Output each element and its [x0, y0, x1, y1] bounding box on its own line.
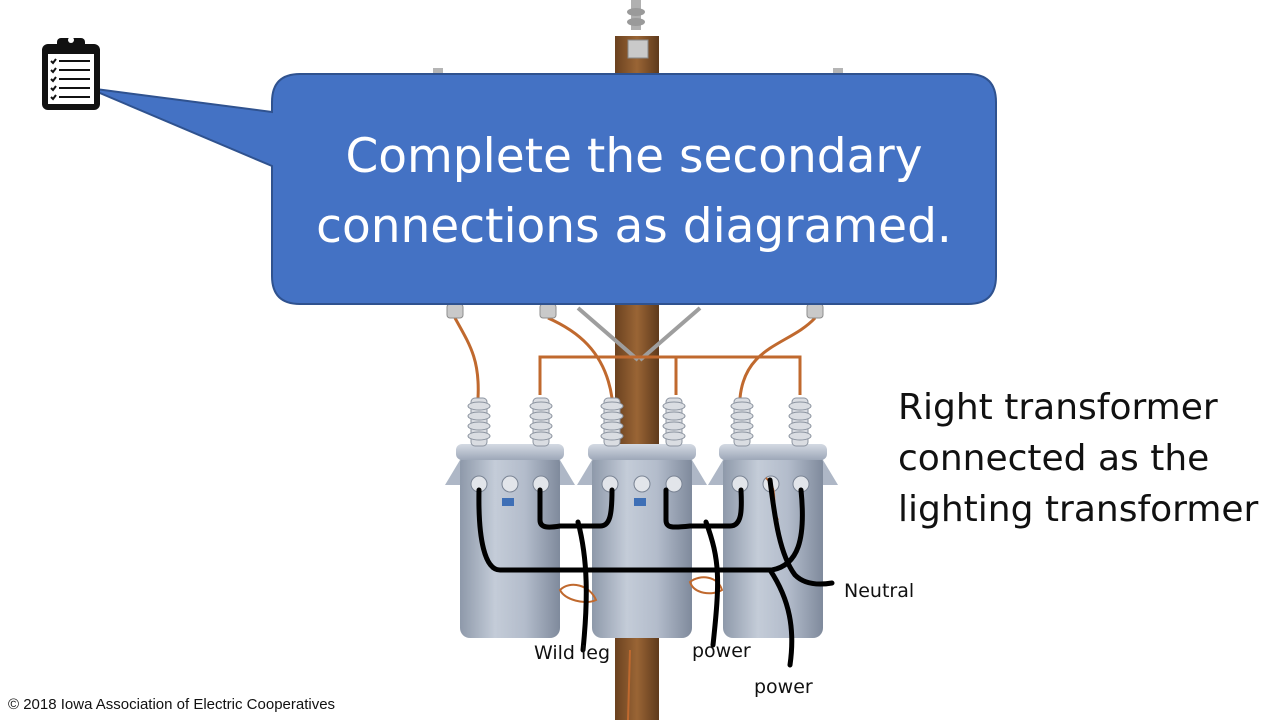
- secondary-connection-wires: [476, 477, 835, 668]
- callout-text: Complete the secondary connections as di…: [272, 122, 996, 262]
- crossarm-braces: [576, 306, 702, 362]
- callout-bubble: [87, 73, 997, 305]
- neutral-label: Neutral: [844, 580, 915, 602]
- power-label-2: power: [754, 676, 813, 698]
- callout-line-2: connections as diagramed.: [316, 199, 952, 254]
- note-line-1: Right transformer: [898, 387, 1218, 428]
- clipboard-checklist-icon: [42, 37, 100, 110]
- wild-leg-label: Wild leg: [534, 642, 611, 664]
- lighting-transformer-note: Right transformer connected as the light…: [898, 382, 1278, 535]
- note-line-3: lighting transformer: [898, 489, 1259, 530]
- transformer-left: [445, 397, 575, 638]
- callout-line-1: Complete the secondary: [345, 129, 923, 184]
- copyright-notice: © 2018 Iowa Association of Electric Coop…: [8, 696, 336, 713]
- power-label-1: power: [692, 640, 751, 662]
- note-line-2: connected as the: [898, 438, 1210, 479]
- primary-lead-wires: [453, 316, 817, 399]
